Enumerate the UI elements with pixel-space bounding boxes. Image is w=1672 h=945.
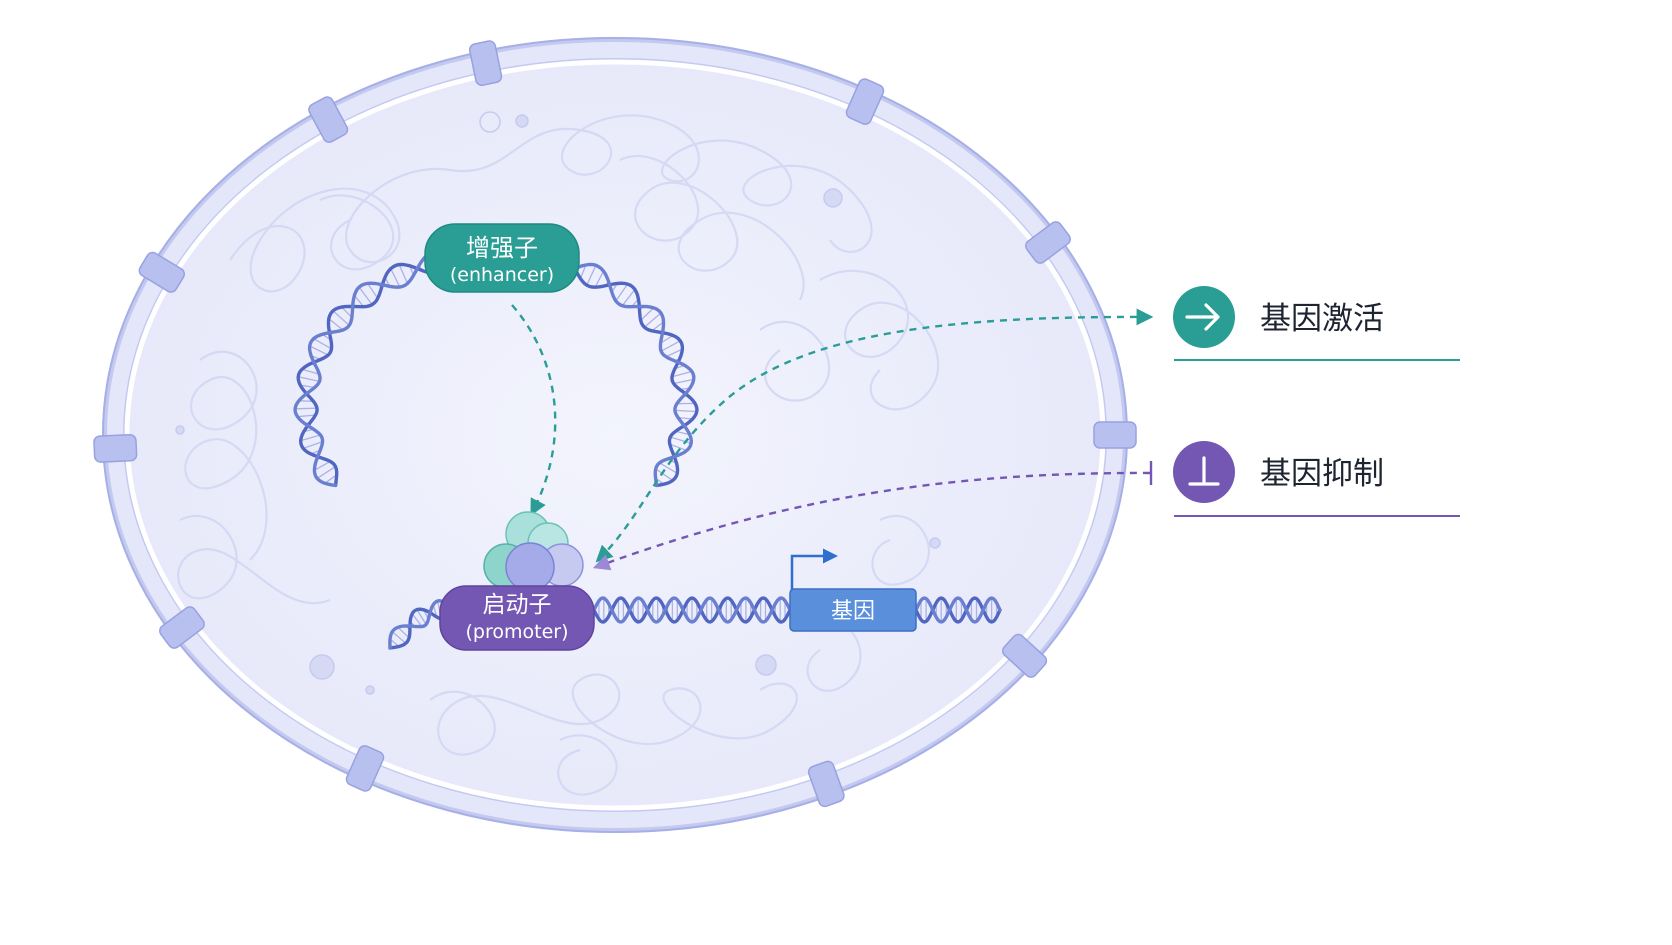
promoter-label-cn: 启动子 — [483, 592, 552, 618]
legend-repression-label: 基因抑制 — [1260, 456, 1384, 492]
promoter-label: 启动子 (promoter) — [440, 586, 594, 650]
enhancer-label-en: (enhancer) — [450, 264, 554, 286]
nuclear-pore — [1094, 422, 1136, 448]
legend-activation-label: 基因激活 — [1260, 301, 1384, 337]
promoter-label-en: (promoter) — [466, 621, 569, 643]
enhancer-label-cn: 增强子 — [466, 234, 538, 262]
legend-activation: 基因激活 — [1173, 286, 1460, 360]
gene-label: 基因 — [831, 599, 875, 624]
nuclear-pore — [94, 434, 137, 462]
legend-repression: 基因抑制 — [1173, 441, 1460, 516]
enhancer-label: 增强子 (enhancer) — [425, 224, 579, 292]
